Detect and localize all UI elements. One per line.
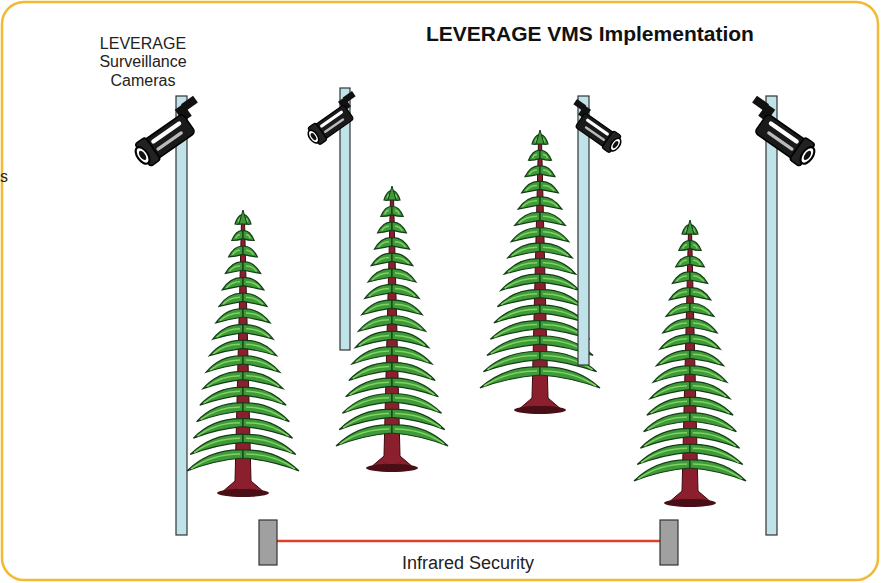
edge-fragment: s bbox=[0, 168, 8, 186]
diagram-title: LEVERAGE VMS Implementation bbox=[426, 22, 754, 46]
infrared-sensor bbox=[259, 520, 277, 565]
tree bbox=[634, 220, 746, 507]
infrared-beam bbox=[277, 540, 660, 543]
infrared-sensor bbox=[660, 520, 678, 565]
camera-poles bbox=[176, 88, 777, 535]
surveillance-cameras bbox=[127, 91, 823, 169]
camera-label: LEVERAGE Surveillance Cameras bbox=[73, 35, 213, 90]
trees bbox=[187, 130, 746, 507]
tree bbox=[336, 186, 448, 472]
infrared-label: Infrared Security bbox=[402, 553, 534, 574]
tree bbox=[187, 210, 299, 497]
